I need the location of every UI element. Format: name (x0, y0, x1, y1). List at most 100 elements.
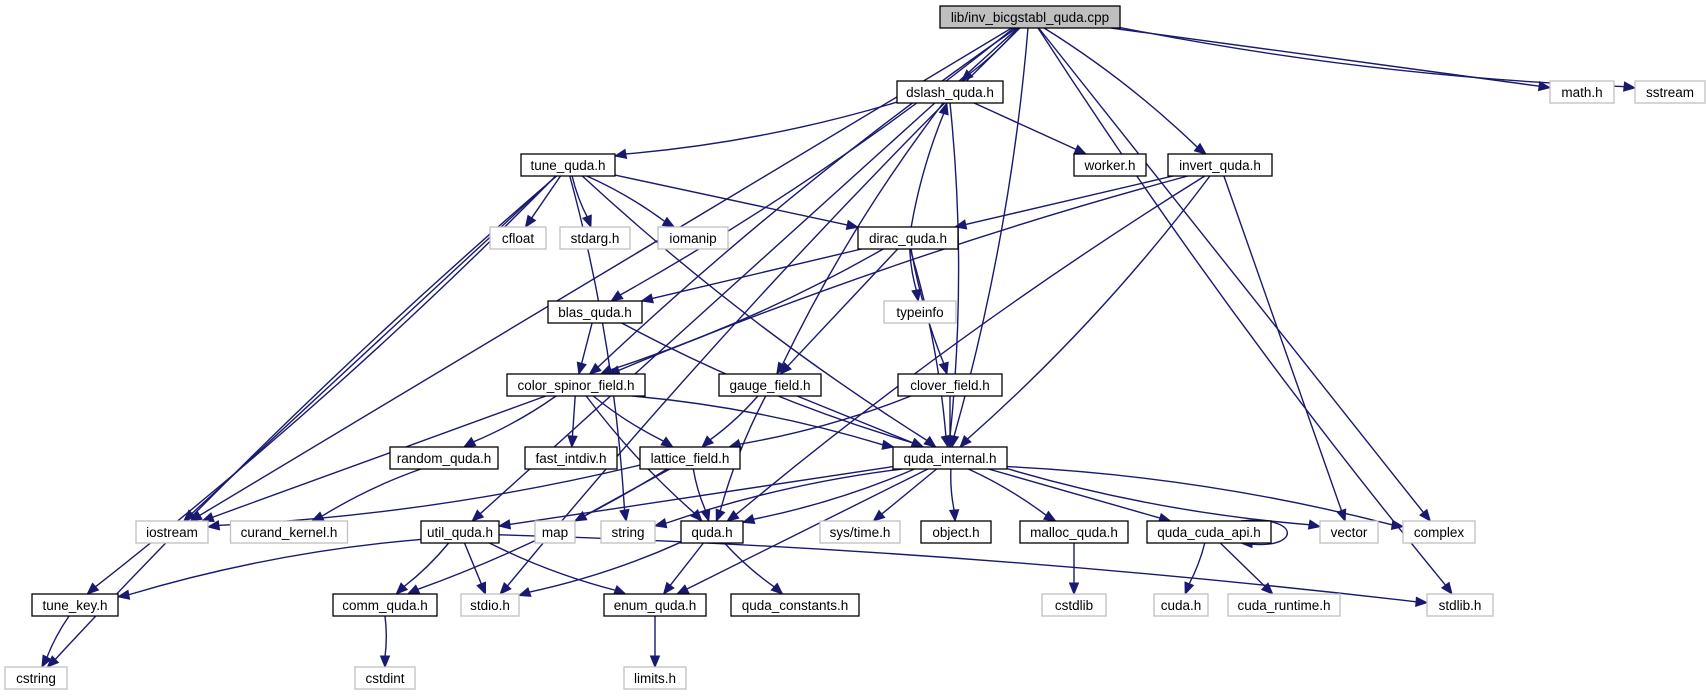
node-root[interactable]: lib/inv_bicgstabl_quda.cpp (939, 5, 1121, 29)
edge-root-to-stdio (499, 27, 1021, 595)
node-qinternal[interactable]: quda_internal.h (892, 446, 1008, 470)
node-lattice[interactable]: lattice_field.h (639, 446, 741, 470)
node-comm[interactable]: comm_quda.h (332, 593, 438, 617)
node-random[interactable]: random_quda.h (389, 446, 499, 470)
node-math: math.h (1549, 80, 1615, 104)
node-worker[interactable]: worker.h (1073, 153, 1147, 177)
edge-line (1188, 542, 1206, 586)
arrowhead-icon (462, 436, 477, 448)
node-box (389, 446, 499, 470)
edge-enum-to-limits (649, 616, 661, 669)
node-box (730, 593, 860, 617)
arrowhead-icon (379, 655, 391, 669)
node-clover[interactable]: clover_field.h (897, 373, 1003, 397)
edge-line (692, 468, 707, 512)
node-label: gauge_field.h (729, 378, 810, 393)
node-label: cstdint (365, 671, 404, 686)
arrowhead-icon (1307, 519, 1322, 530)
node-csf[interactable]: color_spinor_field.h (506, 373, 646, 397)
arrowhead-icon (1042, 510, 1057, 522)
edge-cudaapi-to-cudah (1184, 542, 1206, 596)
node-label: cstring (16, 671, 56, 686)
edge-line (1038, 27, 1425, 514)
edge-line (734, 175, 1206, 516)
arrowhead-icon (476, 581, 486, 596)
edge-line (45, 615, 70, 659)
node-malloc[interactable]: malloc_quda.h (1019, 520, 1129, 544)
node-dslash[interactable]: dslash_quda.h (896, 80, 1004, 104)
node-box (1227, 593, 1341, 617)
node-tunekey[interactable]: tune_key.h (31, 593, 119, 617)
node-qconst[interactable]: quda_constants.h (730, 593, 860, 617)
arrowhead-icon (845, 219, 860, 231)
edge-root-to-csf (588, 27, 1017, 375)
node-label: util_quda.h (427, 525, 493, 540)
node-label: stdlib.h (1439, 598, 1482, 613)
edge-line (617, 175, 1188, 372)
node-quda[interactable]: quda.h (680, 520, 744, 544)
node-box (1319, 520, 1379, 544)
node-stdio: stdio.h (460, 593, 520, 617)
edge-qinternal-to-util (497, 465, 894, 530)
edge-clover-to-qinternal (944, 395, 956, 449)
node-label: quda.h (691, 525, 732, 540)
node-label: cfloat (502, 231, 535, 246)
node-box (559, 226, 631, 250)
edge-root-to-math (1110, 27, 1552, 92)
node-stdlib: stdlib.h (1426, 593, 1494, 617)
node-label: typeinfo (896, 305, 943, 320)
node-cudaapi[interactable]: quda_cuda_api.h (1146, 520, 1272, 544)
node-label: complex (1414, 525, 1465, 540)
node-label: stdio.h (470, 598, 510, 613)
arrowhead-icon (779, 362, 792, 375)
arrowhead-icon (1260, 582, 1274, 595)
node-gauge[interactable]: gauge_field.h (718, 373, 822, 397)
node-label: vector (1331, 525, 1368, 540)
node-systime: sys/time.h (819, 520, 901, 544)
arrowhead-icon (1440, 581, 1453, 596)
node-box (506, 373, 646, 397)
node-invert[interactable]: invert_quda.h (1167, 153, 1273, 177)
node-fastint[interactable]: fast_intdiv.h (524, 446, 618, 470)
node-util[interactable]: util_quda.h (420, 520, 500, 544)
node-box (1549, 80, 1615, 104)
edge-line (571, 175, 589, 218)
edge-gauge-to-qinternal (796, 395, 925, 448)
edge-root-to-invert (1043, 27, 1207, 155)
edge-line (752, 468, 915, 521)
node-box (718, 373, 822, 397)
arrowhead-icon (770, 582, 784, 595)
edge-line (609, 248, 884, 371)
edge-util-to-comm (395, 542, 450, 595)
node-dirac[interactable]: dirac_quda.h (857, 226, 959, 250)
arrowhead-icon (1415, 596, 1429, 608)
edge-invert-to-quda (726, 175, 1206, 522)
node-box (857, 226, 959, 250)
arrowhead-icon (715, 508, 726, 523)
node-box (534, 520, 576, 544)
edge-dslash-to-tune (613, 101, 898, 160)
node-label: curand_kernel.h (241, 525, 338, 540)
node-box (420, 520, 500, 544)
node-label: dslash_quda.h (906, 85, 994, 100)
edge-line (1219, 542, 1266, 588)
node-tune[interactable]: tune_quda.h (520, 153, 616, 177)
edge-line (685, 468, 929, 591)
node-enum[interactable]: enum_quda.h (603, 593, 707, 617)
node-label: worker.h (1083, 158, 1135, 173)
edge-line (54, 175, 558, 661)
arrowhead-icon (497, 519, 512, 530)
arrowhead-icon (206, 519, 221, 531)
arrowhead-icon (1068, 582, 1080, 596)
node-object[interactable]: object.h (920, 520, 992, 544)
node-cstring: cstring (4, 666, 68, 690)
node-label: random_quda.h (397, 451, 492, 466)
node-box (920, 520, 992, 544)
arrowhead-icon (1623, 81, 1637, 92)
edge-line (968, 468, 1048, 517)
node-box (680, 520, 744, 544)
node-label: comm_quda.h (342, 598, 428, 613)
node-blas[interactable]: blas_quda.h (547, 300, 643, 324)
edge-dirac-to-dslash (910, 101, 949, 228)
